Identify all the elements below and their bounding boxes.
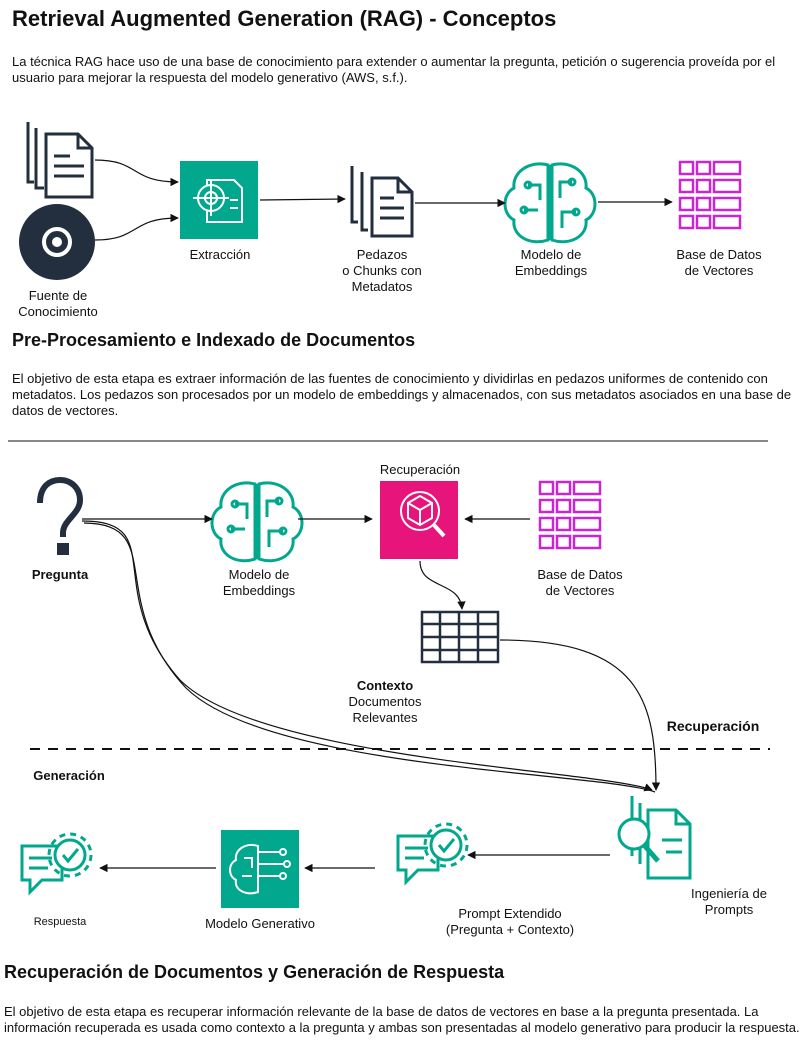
documents-stack-icon xyxy=(26,122,94,199)
label-extraction: Extracción xyxy=(189,247,251,262)
page-title: Retrieval Augmented Generation (RAG) - C… xyxy=(12,6,557,31)
context-table-icon xyxy=(420,610,500,664)
label-question: Pregunta xyxy=(31,567,89,582)
brain-embeddings-2-icon xyxy=(210,481,304,563)
zone-label-retrieval: Recuperación xyxy=(666,718,760,734)
label-prompt-engineering: Ingeniería de Prompts xyxy=(691,886,767,917)
disk-icon xyxy=(19,204,95,280)
section1-paragraph: El objetivo de esta etapa es extraer inf… xyxy=(12,371,792,418)
label-source: Fuente de Conocimiento xyxy=(18,288,98,319)
retrieval-search-icon xyxy=(380,481,458,559)
label-context: Documentos Relevantes xyxy=(348,694,422,725)
question-mark-icon xyxy=(37,476,84,555)
zone-label-generation: Generación xyxy=(33,768,105,783)
label-embeddings-1: Modelo de Embeddings xyxy=(514,247,588,278)
brain-embeddings-icon xyxy=(503,162,597,244)
label-vectordb-1: Base de Datos de Vectores xyxy=(676,247,762,278)
vector-database-icon xyxy=(678,160,742,230)
chunks-documents-icon xyxy=(350,166,414,238)
label-answer: Respuesta xyxy=(33,916,87,928)
answer-icon xyxy=(20,832,93,896)
section1-arrows xyxy=(94,159,673,241)
prompt-engineering-icon xyxy=(617,796,692,880)
vector-database-2-icon xyxy=(538,480,602,550)
section2-paragraph: El objetivo de esta etapa es recuperar i… xyxy=(4,1004,800,1035)
label-chunks: Pedazos o Chunks con Metadatos xyxy=(342,247,422,294)
label-generative-model: Modelo Generativo xyxy=(205,916,315,931)
intro-paragraph: La técnica RAG hace uso de una base de c… xyxy=(12,54,776,85)
extraction-icon xyxy=(180,161,258,239)
label-vectordb-2: Base de Datos de Vectores xyxy=(537,567,623,598)
section1-heading: Pre-Procesamiento e Indexado de Document… xyxy=(12,330,416,350)
generative-model-icon xyxy=(221,830,299,908)
label-context-bold: Contexto xyxy=(356,678,414,693)
label-extended-prompt: Prompt Extendido (Pregunta + Contexto) xyxy=(445,906,575,937)
section2-arrows xyxy=(81,514,661,873)
label-retrieval-node: Recuperación xyxy=(379,462,461,477)
section2-heading: Recuperación de Documentos y Generación … xyxy=(4,962,505,982)
label-embeddings-2: Modelo de Embeddings xyxy=(222,567,296,598)
extended-prompt-icon xyxy=(396,822,469,886)
